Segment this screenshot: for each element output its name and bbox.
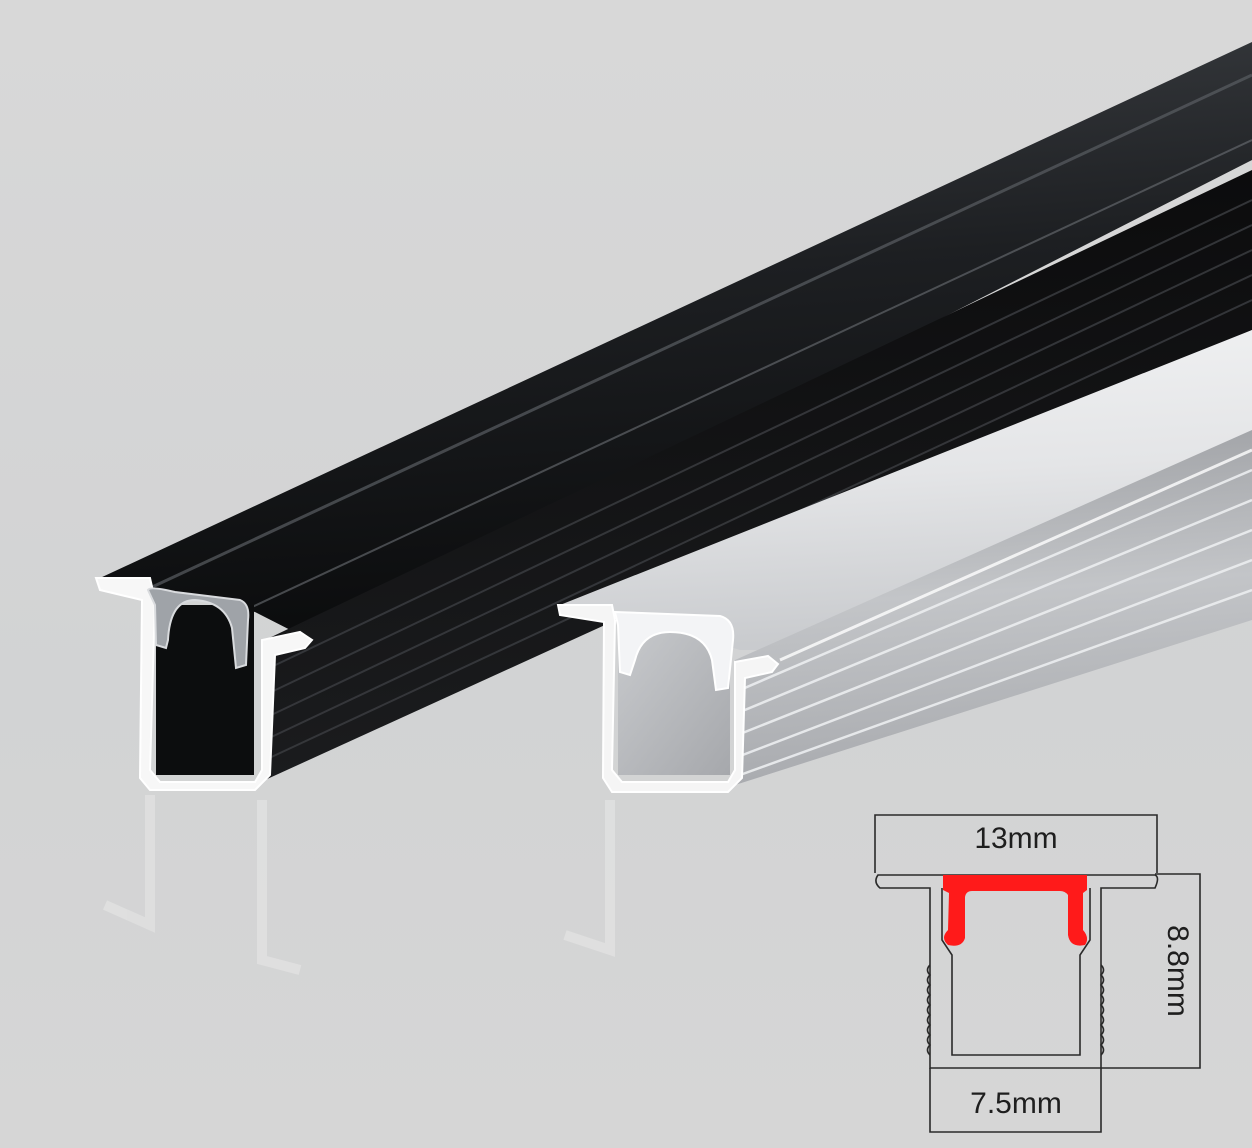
- black-profile-diffuser: [146, 587, 250, 670]
- black-profile-side: [265, 170, 1252, 780]
- silver-profile-end-cut: [556, 604, 780, 793]
- black-profile: [94, 42, 1252, 791]
- inner-channel: [941, 888, 1091, 1056]
- silver-profile-top-surface: [560, 330, 1252, 650]
- bottom-width-label: 7.5mm: [970, 1087, 1062, 1120]
- height-bracket: [1101, 873, 1201, 1069]
- bottom-width-bracket: [929, 1068, 1102, 1133]
- black-profile-end-cut: [94, 577, 314, 791]
- right-wall-serration: [1099, 964, 1105, 1056]
- silver-profile: [556, 330, 1252, 793]
- diffuser-highlight: [943, 875, 1088, 946]
- left-wall-serration: [926, 964, 932, 1056]
- reflections: [102, 795, 615, 975]
- black-profile-top-surface: [100, 42, 1252, 640]
- height-label: 8.8mm: [1161, 925, 1194, 1017]
- dimension-diagram: [874, 814, 1201, 1133]
- top-width-label: 13mm: [974, 822, 1057, 855]
- silver-profile-ridges: [739, 468, 1252, 777]
- profile-outline: [875, 874, 1159, 1069]
- black-profile-ridges: [264, 199, 1252, 761]
- top-width-bracket: [874, 814, 1158, 873]
- silver-profile-diffuser: [613, 610, 735, 692]
